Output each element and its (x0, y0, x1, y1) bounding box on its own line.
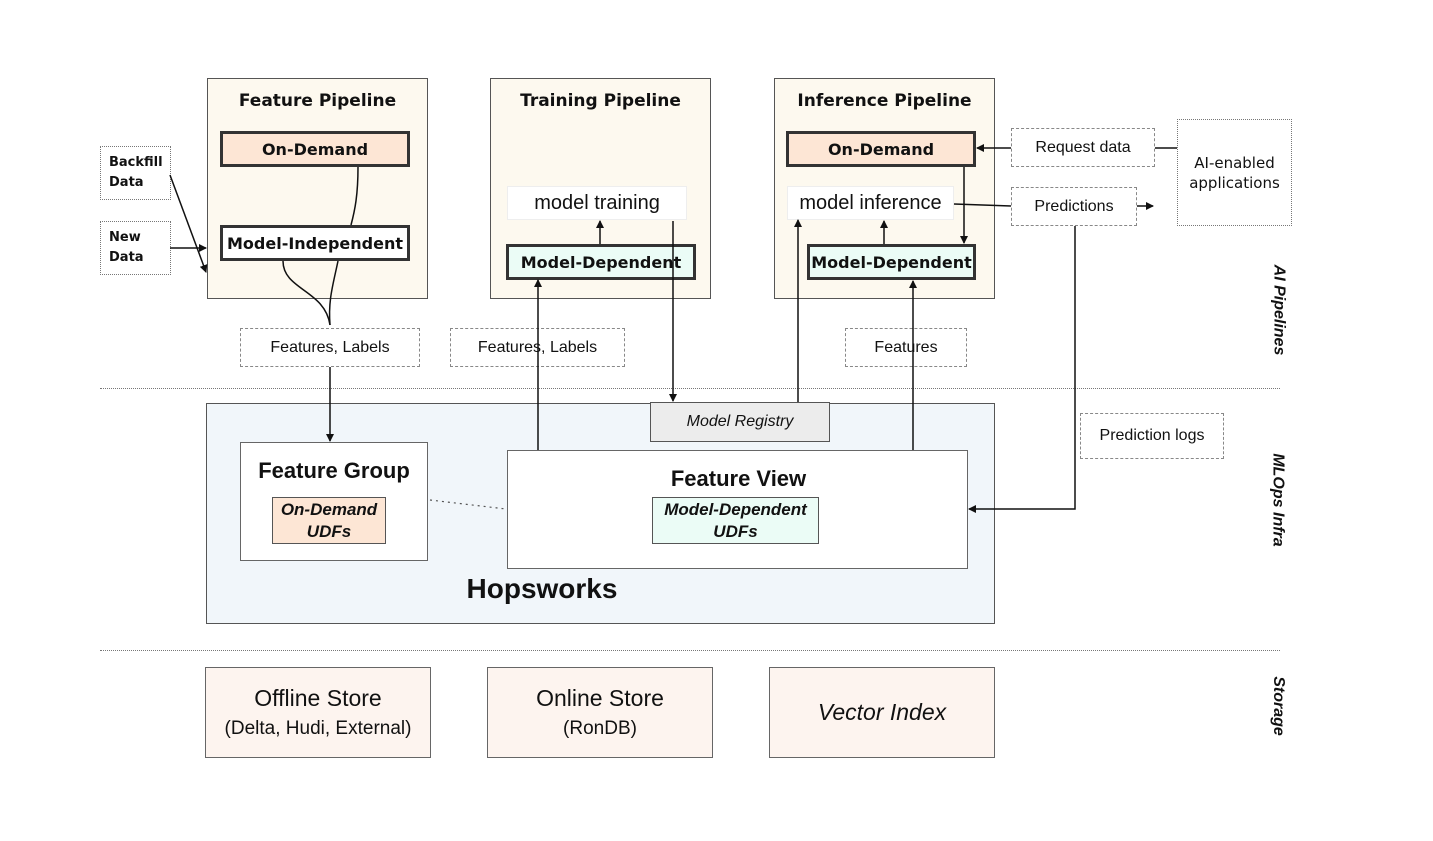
inference-pipeline-title: Inference Pipeline (797, 91, 972, 111)
online-store-title: Online Store (536, 685, 664, 711)
separator-ai-mlops (100, 388, 1280, 389)
backfill-data-label: Backfill Data (109, 155, 163, 190)
ai-enabled-applications-label: AI-enabled applications (1189, 153, 1280, 192)
layer-label-text: AI Pipelines (1269, 264, 1287, 356)
vector-index-title: Vector Index (817, 699, 947, 725)
layer-label-text: MLOps Infra (1270, 453, 1287, 547)
model-registry[interactable]: Model Registry (650, 402, 830, 442)
model-dependent-udfs[interactable]: Model-Dependent UDFs (652, 497, 819, 544)
on-demand-udfs[interactable]: On-Demand UDFs (272, 497, 386, 544)
training-pipeline-title: Training Pipeline (520, 91, 681, 111)
flow-features-inference: Features (845, 328, 967, 367)
inference-pipeline-model-dependent[interactable]: Model-Dependent (807, 244, 976, 280)
offline-store-sub: (Delta, Hudi, External) (224, 718, 412, 739)
online-store-sub: (RonDB) (563, 718, 637, 739)
feature-view-title: Feature View (670, 466, 807, 491)
backfill-data-source[interactable]: Backfill Data (100, 146, 171, 200)
feature-pipeline-title: Feature Pipeline (238, 91, 397, 111)
offline-store-title: Offline Store (254, 685, 382, 711)
feature-group[interactable]: Feature Group On-Demand UDFs (240, 442, 428, 561)
model-dependent-udfs-line2: UDFs (713, 521, 758, 541)
separator-mlops-storage (100, 650, 1280, 651)
ai-enabled-applications[interactable]: AI-enabled applications (1177, 119, 1292, 226)
model-training-box[interactable]: model training (507, 186, 687, 220)
flow-predictions: Predictions (1011, 187, 1137, 226)
flow-features-labels-feature-pipeline: Features, Labels (240, 328, 420, 367)
layer-label-text: Storage (1269, 676, 1287, 736)
new-data-source[interactable]: New Data (100, 221, 171, 275)
online-store[interactable]: Online Store (RonDB) (487, 667, 713, 758)
model-dependent-udfs-line1: Model-Dependent (664, 499, 807, 519)
hopsworks-title: Hopsworks (466, 573, 618, 604)
on-demand-udfs-line1: On-Demand (280, 499, 378, 519)
flow-request-data: Request data (1011, 128, 1155, 167)
feature-pipeline-model-independent[interactable]: Model-Independent (220, 225, 410, 261)
inference-pipeline-on-demand[interactable]: On-Demand (786, 131, 976, 167)
offline-store[interactable]: Offline Store (Delta, Hudi, External) (205, 667, 431, 758)
arrow-backfill-to-feature-pipeline (169, 174, 208, 273)
feature-pipeline-on-demand[interactable]: On-Demand (220, 131, 410, 167)
flow-prediction-logs: Prediction logs (1080, 413, 1224, 459)
new-data-label: New Data (109, 230, 144, 265)
vector-index[interactable]: Vector Index (769, 667, 995, 758)
training-pipeline-model-dependent[interactable]: Model-Dependent (506, 244, 696, 280)
flow-features-labels-training: Features, Labels (450, 328, 625, 367)
feature-pipeline[interactable]: Feature Pipeline (207, 78, 428, 299)
model-inference-box[interactable]: model inference (787, 186, 954, 220)
layer-label-storage: Storage (1218, 676, 1338, 736)
layer-label-ai-pipelines: AI Pipelines (1218, 265, 1338, 356)
feature-view[interactable]: Feature View Model-Dependent UDFs (507, 450, 968, 569)
layer-label-mlops-infra: MLOps Infra (1218, 453, 1338, 546)
feature-group-title: Feature Group (258, 458, 410, 483)
on-demand-udfs-line2: UDFs (306, 521, 352, 541)
